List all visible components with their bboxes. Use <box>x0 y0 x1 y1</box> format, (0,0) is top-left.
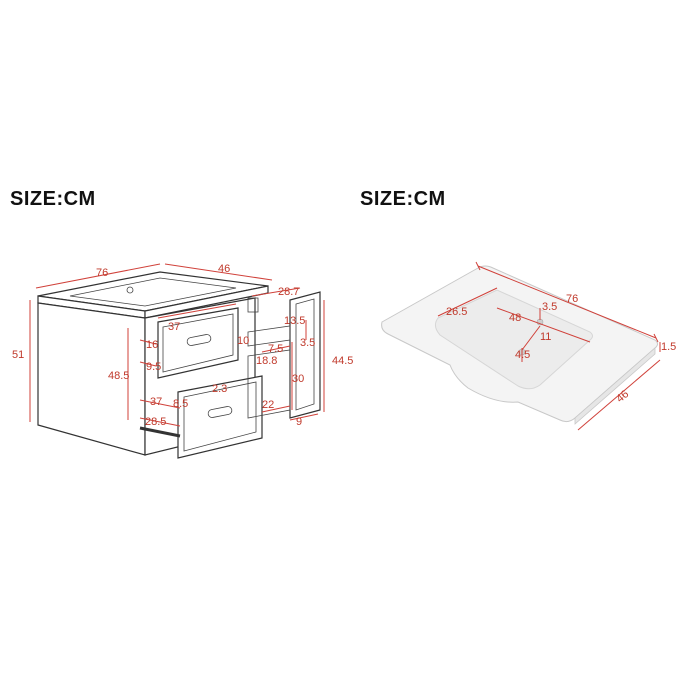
dim-line-9-5 <box>139 361 157 367</box>
dim-line-bowl-width <box>496 307 591 343</box>
faucet-hole-icon <box>126 286 134 294</box>
drawer-rail <box>139 426 181 438</box>
title-right: SIZE:CM <box>360 188 446 210</box>
dim-line-depth-top <box>164 263 273 281</box>
inner-cabinet-space <box>247 349 291 419</box>
dim-tick-sink-width-b <box>653 333 659 343</box>
label-bowl-width: 48 <box>509 312 521 324</box>
vanity-basin-rim <box>69 277 237 307</box>
sink-slab-edge <box>574 347 656 425</box>
label-width-top: 76 <box>96 267 108 279</box>
dim-line-tap-to-drain <box>521 325 541 351</box>
dim-line-22 <box>261 405 291 413</box>
label-lower-drawer-rail: 28.5 <box>145 416 166 428</box>
label-side-7-5: 7.5 <box>268 343 283 355</box>
label-door-thickness: 9 <box>296 416 302 428</box>
label-sink-thickness: 1.5 <box>661 341 676 353</box>
label-upper-drawer-width: 37 <box>168 321 180 333</box>
label-bowl-offset: 26.5 <box>446 306 467 318</box>
label-door-width: 22 <box>262 399 274 411</box>
label-lower-drawer-width: 37 <box>150 396 162 408</box>
label-tap-offset: 3.5 <box>542 301 557 313</box>
upper-drawer-handle-icon <box>186 334 212 346</box>
dim-line-rail <box>139 417 181 427</box>
dim-line-sink-depth <box>577 359 661 431</box>
label-side-30: 30 <box>292 373 304 385</box>
vanity-cabinet-drawing: 76 46 51 28.7 37 16 9.5 48.5 10 7.5 13.5… <box>12 263 353 459</box>
sink-bowl <box>434 289 593 390</box>
dim-line-lower-drawer <box>139 399 181 409</box>
lower-drawer-panel <box>183 381 257 452</box>
dim-tick-sink-width-a <box>475 261 481 271</box>
dim-line-9 <box>289 413 319 421</box>
title-left: SIZE:CM <box>10 188 96 210</box>
lower-drawer-handle-icon <box>207 406 233 418</box>
label-drain-offset: 4.5 <box>515 349 530 361</box>
sink-top-drawing: 76 46 1.5 26.5 48 3.5 11 4.5 <box>381 261 676 431</box>
label-upper-drawer-16: 16 <box>146 339 158 351</box>
upper-drawer-panel <box>162 313 234 373</box>
label-side-3-5: 3.5 <box>300 337 315 349</box>
label-side-18-8: 18.8 <box>256 355 277 367</box>
label-sink-depth: 46 <box>614 388 631 405</box>
label-sink-width: 76 <box>566 293 578 305</box>
hinge-icon <box>247 297 259 313</box>
label-inner-height: 48.5 <box>108 370 129 382</box>
dim-line-sink-width <box>477 265 657 339</box>
label-drawer-gap: 2.3 <box>212 383 227 395</box>
label-depth-top: 46 <box>218 263 230 275</box>
upper-drawer-front <box>157 307 239 379</box>
label-height: 51 <box>12 349 24 361</box>
side-door-panel <box>289 291 321 419</box>
label-side-44-5: 44.5 <box>332 355 353 367</box>
label-upper-drawer-9-5: 9.5 <box>146 361 161 373</box>
dim-line-16 <box>139 339 157 345</box>
dim-line-width-top <box>35 263 161 289</box>
dim-line-door-depth <box>251 287 301 297</box>
side-door-inner <box>295 298 315 411</box>
label-side-10: 10 <box>237 335 249 347</box>
dim-line-upper-drawer <box>157 303 237 319</box>
dim-line-bowl-offset <box>437 287 498 317</box>
inner-shelf <box>247 325 291 347</box>
label-door-depth: 28.7 <box>278 286 299 298</box>
label-side-13-5: 13.5 <box>284 315 305 327</box>
dim-line-18-8 <box>261 345 291 353</box>
label-tap-to-drain: 11 <box>540 331 551 343</box>
label-lower-drawer-depth: 8.5 <box>173 398 188 410</box>
